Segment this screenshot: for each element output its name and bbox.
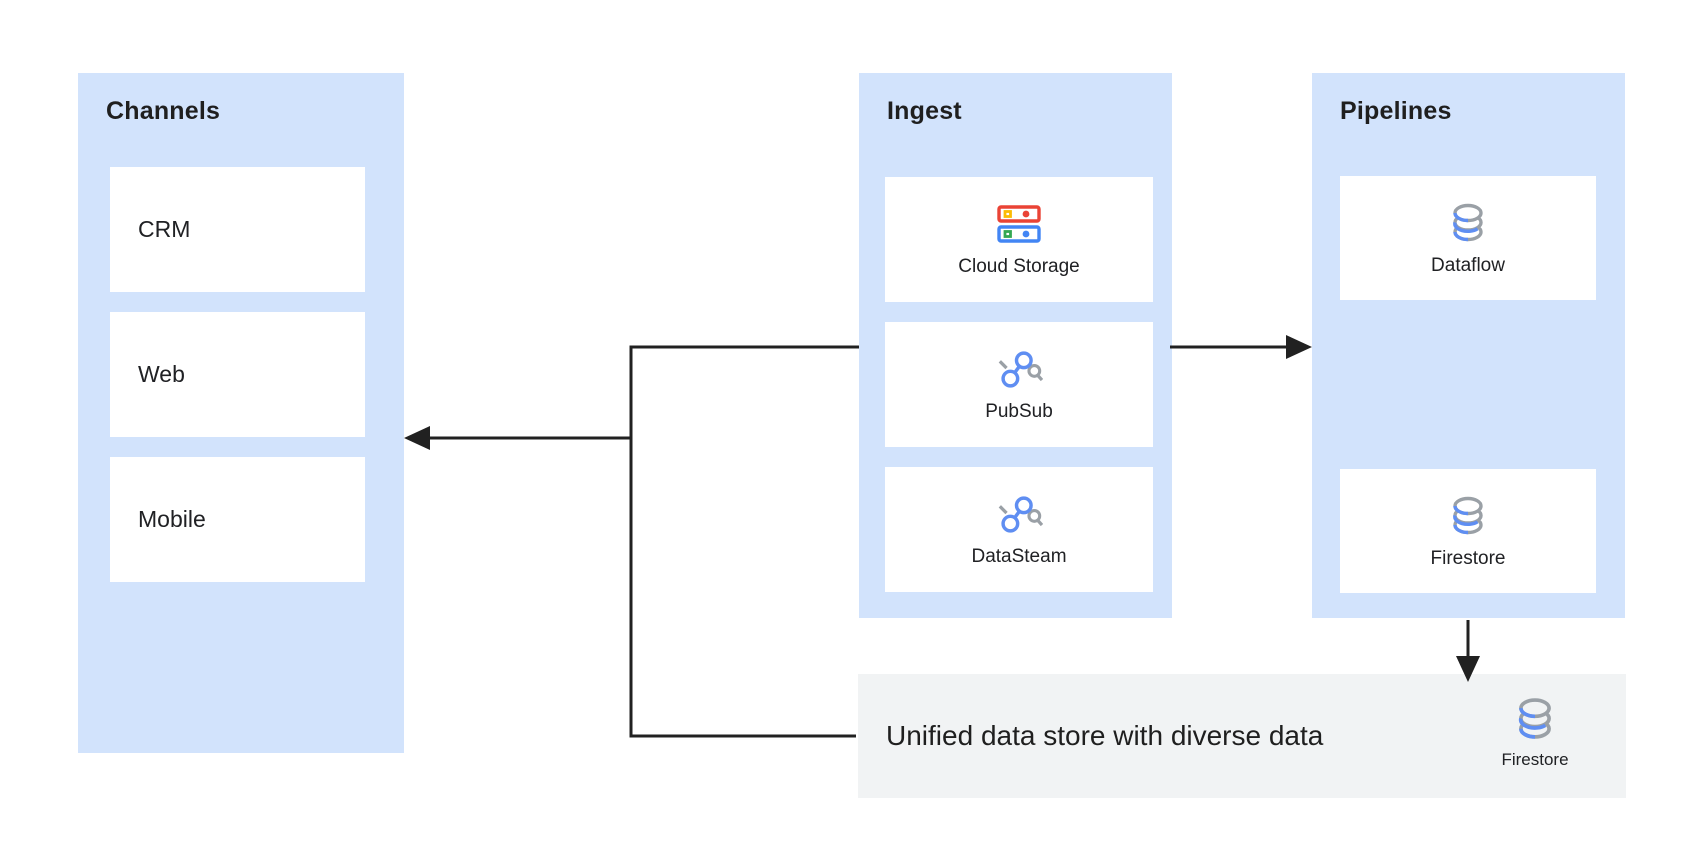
- channels-panel: Channels CRM Web Mobile: [78, 73, 404, 753]
- pubsub-icon: [995, 346, 1043, 392]
- channel-card-label: Mobile: [138, 506, 206, 532]
- arrow-to-channels-head: [404, 426, 430, 450]
- database-icon: [1509, 694, 1561, 744]
- database-icon: [1444, 493, 1492, 539]
- service-card-label: PubSub: [985, 401, 1053, 422]
- cloud-storage-icon: [995, 201, 1043, 247]
- pipelines-panel: Pipelines Dataflow Firestore: [1312, 73, 1625, 618]
- channel-card-mobile: Mobile: [110, 457, 365, 582]
- channels-panel-title: Channels: [106, 97, 221, 125]
- ingest-card-datastream: DataSteam: [885, 467, 1153, 592]
- channel-card-crm: CRM: [110, 167, 365, 292]
- unified-firestore-block: Firestore: [1480, 694, 1590, 770]
- service-card-label: DataSteam: [971, 546, 1067, 567]
- ingest-card-pubsub: PubSub: [885, 322, 1153, 447]
- unified-data-store-label: Unified data store with diverse data: [886, 720, 1324, 751]
- pipelines-card-firestore: Firestore: [1340, 469, 1596, 593]
- pipelines-panel-title: Pipelines: [1340, 97, 1452, 125]
- pipelines-card-dataflow: Dataflow: [1340, 176, 1596, 300]
- service-card-label: Dataflow: [1431, 254, 1505, 276]
- ingest-card-cloud-storage: Cloud Storage: [885, 177, 1153, 302]
- unified-data-store-bar: Unified data store with diverse data Fir…: [858, 674, 1626, 798]
- service-card-label: Firestore: [1430, 547, 1506, 569]
- channel-card-label: CRM: [138, 216, 191, 242]
- unified-firestore-label: Firestore: [1501, 750, 1569, 769]
- arrow-ingest-to-pipelines-head: [1286, 335, 1312, 359]
- datastream-icon: [995, 491, 1043, 537]
- ingest-panel: Ingest Cloud Storage PubSub DataSteam: [859, 73, 1172, 618]
- channel-card-label: Web: [138, 361, 185, 387]
- ingest-panel-title: Ingest: [887, 97, 962, 125]
- service-card-label: Cloud Storage: [958, 256, 1080, 277]
- channel-card-web: Web: [110, 312, 365, 437]
- trunk-connector-line: [629, 345, 859, 738]
- database-icon: [1444, 200, 1492, 246]
